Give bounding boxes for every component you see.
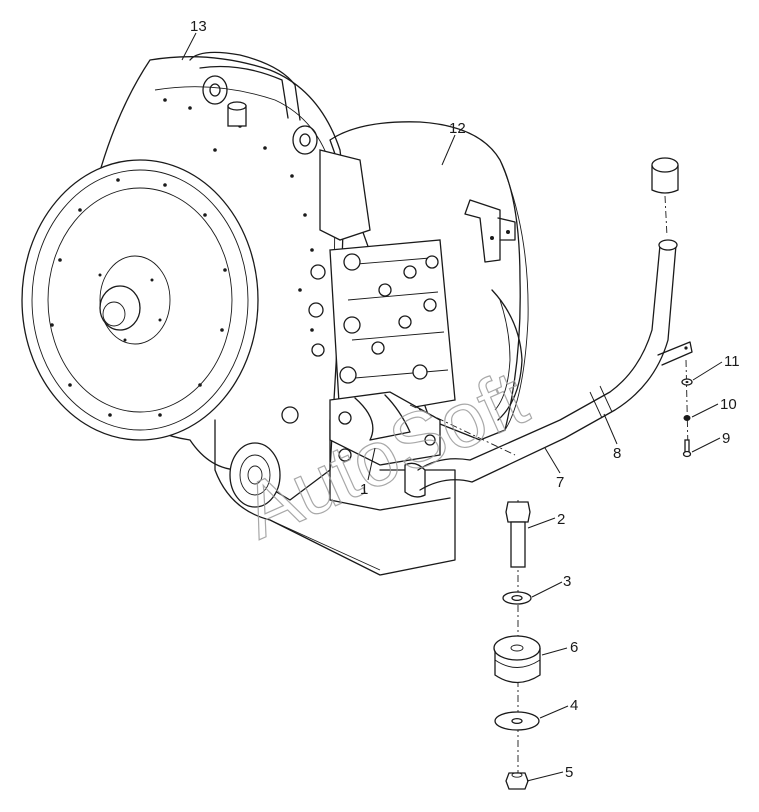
flywheel-bolts [50, 178, 227, 417]
hex-nut [505, 772, 529, 790]
lock-washer [683, 415, 691, 421]
oil-tube [404, 239, 693, 498]
centerline-cap [664, 195, 668, 237]
callout-2: 2 [557, 511, 565, 528]
flange-bolts [163, 98, 314, 332]
callout-4: 4 [570, 697, 578, 714]
leader-lines [181, 32, 723, 782]
washer-upper [502, 591, 532, 605]
callout-3: 3 [563, 573, 571, 590]
rear-housing [329, 121, 529, 441]
control-valve-block [281, 149, 456, 424]
lower-case [214, 391, 456, 576]
lifting-eye [292, 125, 318, 155]
callout-12: 12 [449, 120, 466, 137]
callout-13: 13 [190, 18, 207, 35]
callout-9: 9 [722, 430, 730, 447]
callout-10: 10 [720, 396, 737, 413]
callout-6: 6 [570, 639, 578, 656]
callout-labels: 13 12 1 2 3 6 4 5 7 8 9 10 11 [190, 18, 740, 781]
callout-11: 11 [724, 353, 740, 370]
centerline-bracket [409, 404, 516, 456]
callout-1: 1 [360, 481, 368, 498]
centerline-fastener [685, 359, 689, 451]
cap-screw [682, 439, 692, 458]
valve-bolts [281, 253, 439, 424]
washer-lower [494, 711, 540, 731]
callout-8: 8 [613, 445, 621, 462]
lifting-eye [202, 75, 228, 105]
rubber-mount [493, 635, 541, 684]
callout-7: 7 [556, 474, 564, 491]
mount-bolt [505, 501, 531, 568]
tube-cap [651, 157, 679, 194]
callout-5: 5 [565, 764, 573, 781]
washer-small [681, 378, 693, 386]
flywheel [21, 159, 259, 441]
